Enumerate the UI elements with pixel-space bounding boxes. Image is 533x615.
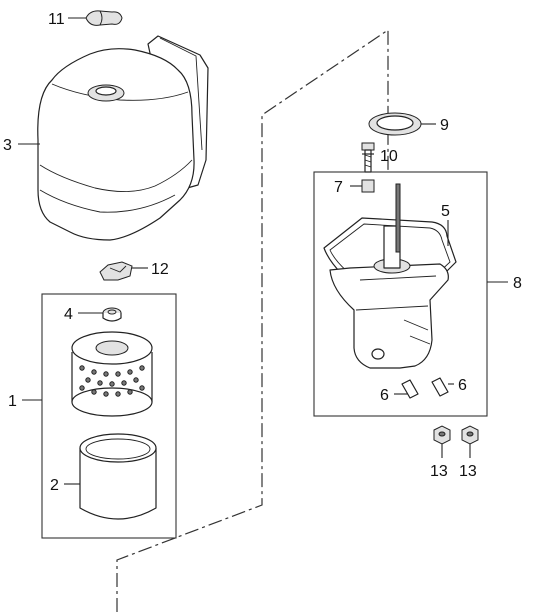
callout-10: 10 xyxy=(380,148,398,165)
part-6-pipe-right xyxy=(431,377,449,397)
part-6-pipe-left xyxy=(401,379,419,399)
callout-7: 7 xyxy=(334,179,343,196)
part-9-gasket xyxy=(368,112,422,136)
part-3-air-cleaner-cover xyxy=(37,35,209,241)
assembly-dashdot-line xyxy=(116,28,389,612)
callout-3: 3 xyxy=(3,137,12,154)
callout-9: 9 xyxy=(440,117,449,134)
part-12-clip xyxy=(99,261,133,281)
callout-6-right: 6 xyxy=(458,377,467,394)
callout-1: 1 xyxy=(8,393,17,410)
filter-element xyxy=(71,331,153,417)
callout-2: 2 xyxy=(50,477,59,494)
callout-4: 4 xyxy=(64,306,73,323)
part-13-nut-right xyxy=(461,425,479,445)
case-body xyxy=(329,183,449,369)
callout-13-left: 13 xyxy=(430,463,448,480)
callout-6-left: 6 xyxy=(380,387,389,404)
callout-12: 12 xyxy=(151,261,169,278)
part-13-nut-left xyxy=(433,425,451,445)
callout-11: 11 xyxy=(48,11,65,28)
part-10-bolt xyxy=(361,142,375,173)
callout-8: 8 xyxy=(513,275,522,292)
callout-5: 5 xyxy=(441,203,450,220)
part-11-knob-nut xyxy=(85,10,123,26)
part-4-grommet xyxy=(102,307,122,322)
part-2-outer-element xyxy=(79,433,157,520)
assembly-box-1 xyxy=(41,293,177,539)
assembly-box-8 xyxy=(313,171,488,417)
leader-lines xyxy=(18,17,508,485)
part-7-collar xyxy=(361,179,375,193)
filter-element-perforations xyxy=(79,365,145,397)
callout-13-right: 13 xyxy=(459,463,477,480)
